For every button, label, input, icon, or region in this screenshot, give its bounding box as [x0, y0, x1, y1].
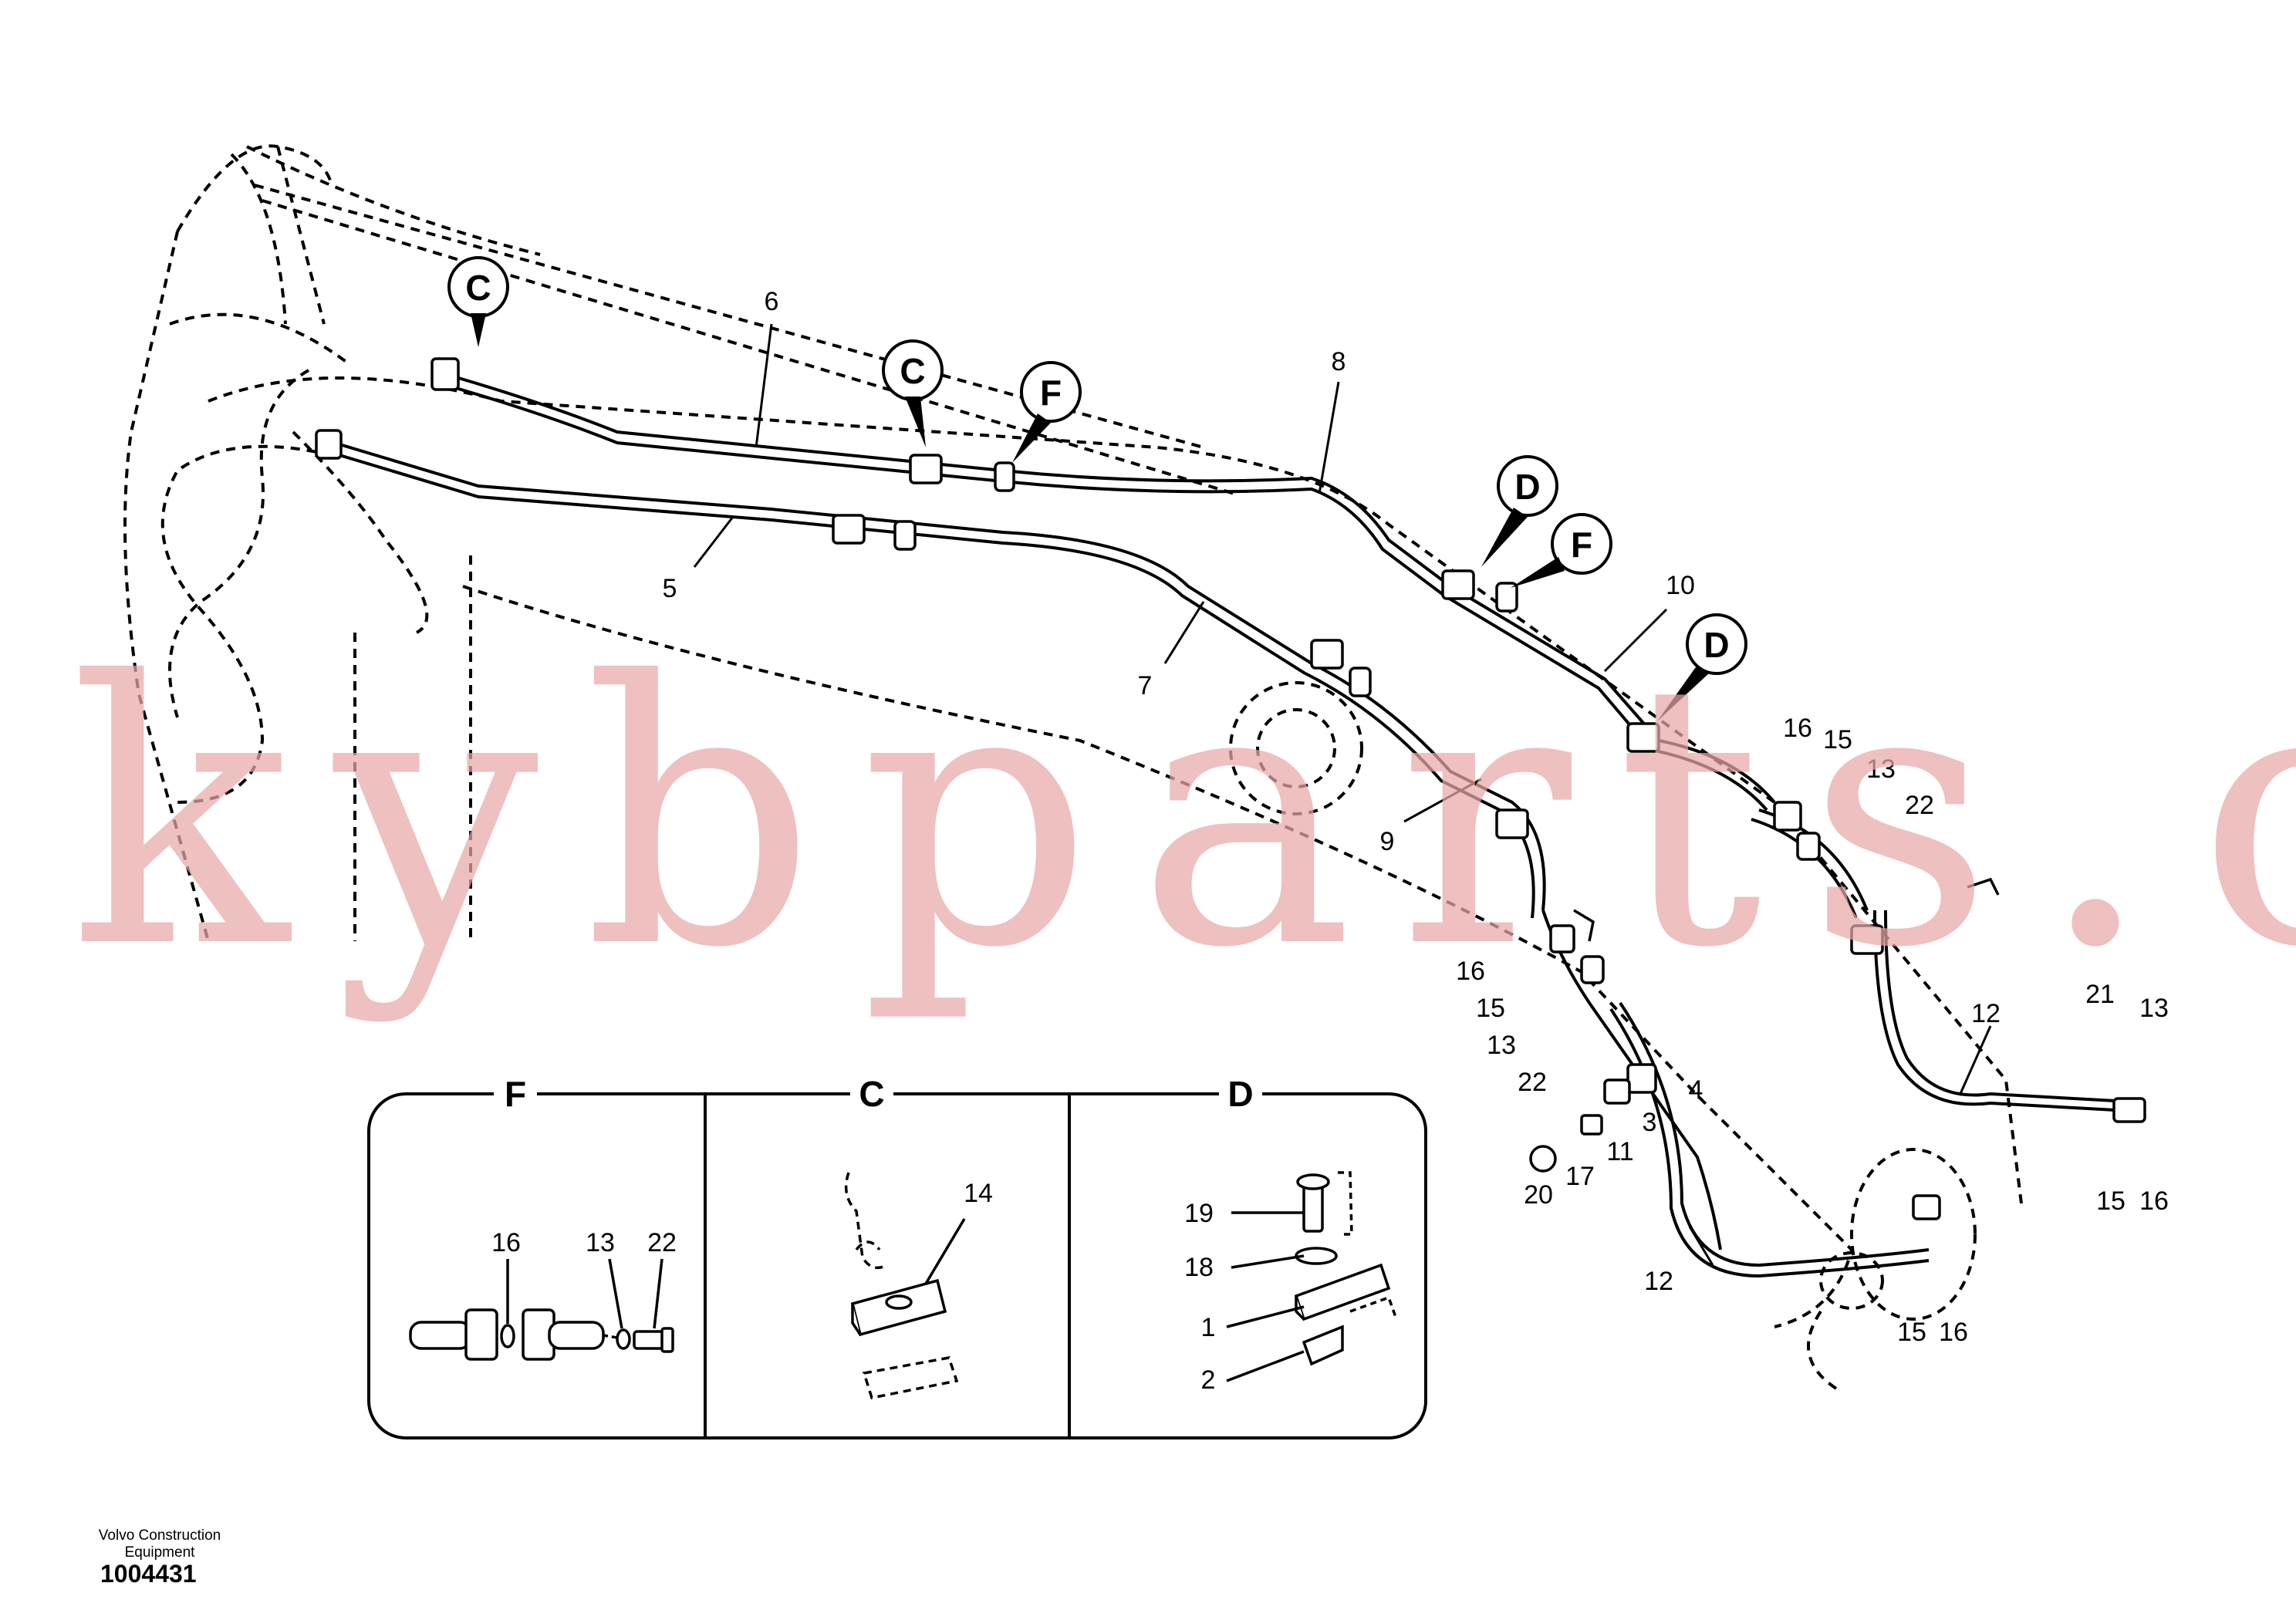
detail-f-callout-22: 22	[647, 1228, 677, 1257]
view-marker-c2: C	[882, 339, 944, 447]
callout-4: 4	[1689, 1075, 1703, 1105]
view-marker-d1-label: D	[1514, 467, 1540, 507]
detail-f-callout-13: 13	[586, 1228, 615, 1257]
view-marker-c1-label: C	[465, 268, 491, 308]
callout-17: 17	[1565, 1162, 1595, 1191]
detail-d-callout-18: 18	[1184, 1253, 1214, 1282]
clamp-5a	[832, 514, 866, 545]
callout-15-bottom: 15	[1897, 1318, 1926, 1347]
view-marker-f2: F	[1511, 513, 1612, 588]
clamp-12	[1850, 924, 1884, 955]
bolt-20	[1529, 1145, 1557, 1173]
view-marker-c2-label: C	[900, 351, 925, 391]
clamp-9	[1495, 808, 1529, 839]
callout-7: 7	[1138, 671, 1153, 700]
clamp-f2	[1495, 582, 1518, 613]
watermark-text: kybparts.com	[69, 605, 2296, 1027]
flange-10	[1773, 801, 1802, 832]
clamp-7	[1310, 639, 1344, 670]
callout-16-bottom: 16	[1939, 1318, 1968, 1347]
detail-f-callout-16: 16	[491, 1228, 521, 1257]
view-markers: C C F D F D	[447, 256, 1747, 721]
clamp-5b	[893, 520, 917, 551]
callout-5: 5	[663, 574, 677, 603]
clamp-d2	[1626, 722, 1660, 753]
callout-12-bottom: 12	[1644, 1267, 1673, 1296]
fitting-left	[315, 429, 343, 460]
view-marker-f2-label: F	[1571, 525, 1592, 565]
part-11	[1580, 1114, 1603, 1136]
view-marker-d2-label: D	[1703, 625, 1729, 665]
detail-f-title: F	[505, 1074, 526, 1114]
callout-15-end: 15	[2096, 1186, 2125, 1216]
callout-10: 10	[1666, 571, 1695, 600]
view-marker-f1-label: F	[1040, 373, 1062, 413]
clamp-f1	[994, 461, 1015, 492]
callout-6: 6	[765, 287, 779, 316]
detail-d-title: D	[1227, 1074, 1253, 1114]
view-marker-f1: F	[1012, 361, 1082, 463]
detail-d-drawing	[1226, 1171, 1398, 1382]
detail-d-callout-19: 19	[1184, 1199, 1214, 1228]
fitting-15r	[1796, 832, 1821, 861]
detail-f-drawing	[409, 1258, 674, 1361]
detail-d-callout-2: 2	[1201, 1365, 1216, 1395]
callout-22-left: 22	[1518, 1068, 1547, 1097]
detail-c-callout-14: 14	[964, 1179, 993, 1208]
detail-box: F C D 16 13 22	[367, 1074, 1427, 1439]
view-marker-d2: D	[1657, 613, 1747, 721]
clamp-d1	[1441, 569, 1475, 600]
view-marker-c1: C	[447, 256, 509, 347]
leader-lines	[693, 323, 1992, 1266]
callouts: 6 8 5 7 10 9 16 15 13 22 16 15 13 22 4 3…	[663, 287, 2169, 1347]
callout-20: 20	[1524, 1180, 1553, 1210]
callout-3: 3	[1643, 1108, 1657, 1137]
clamp-3	[1603, 1078, 1631, 1105]
drawing-number: 1004431	[100, 1560, 197, 1588]
callout-8: 8	[1332, 347, 1346, 376]
callout-9: 9	[1380, 827, 1395, 856]
callout-13-right: 13	[1866, 754, 1896, 784]
view-marker-d1: D	[1481, 455, 1558, 567]
callout-16-left: 16	[1456, 957, 1485, 986]
clamp-7b	[1349, 667, 1372, 697]
callout-15-left: 15	[1476, 994, 1505, 1023]
callout-21: 21	[2085, 980, 2115, 1009]
flange-end-right	[2112, 1097, 2146, 1123]
clamp-c1	[430, 357, 460, 391]
callout-16-right: 16	[1783, 714, 1812, 743]
callout-11: 11	[1606, 1137, 1633, 1166]
detail-c-drawing	[844, 1172, 966, 1400]
boom-outline	[123, 144, 2023, 1390]
callout-22-right: 22	[1905, 791, 1934, 820]
callout-13-left: 13	[1487, 1031, 1516, 1060]
callout-16-end: 16	[2139, 1186, 2169, 1216]
flange-end-bottom	[1912, 1194, 1941, 1220]
callout-13-end: 13	[2139, 994, 2169, 1023]
detail-c-title: C	[859, 1074, 884, 1114]
flange-9	[1549, 924, 1575, 953]
company-name: Volvo Construction Equipment	[98, 1527, 221, 1561]
detail-d-callout-1: 1	[1201, 1313, 1216, 1342]
callout-12-right: 12	[1971, 999, 2001, 1028]
clamp-c2	[909, 454, 943, 484]
fitting-15	[1580, 955, 1605, 984]
clamps	[315, 357, 2146, 1220]
clamp-4	[1626, 1063, 1657, 1094]
callout-15-right: 15	[1823, 725, 1852, 754]
